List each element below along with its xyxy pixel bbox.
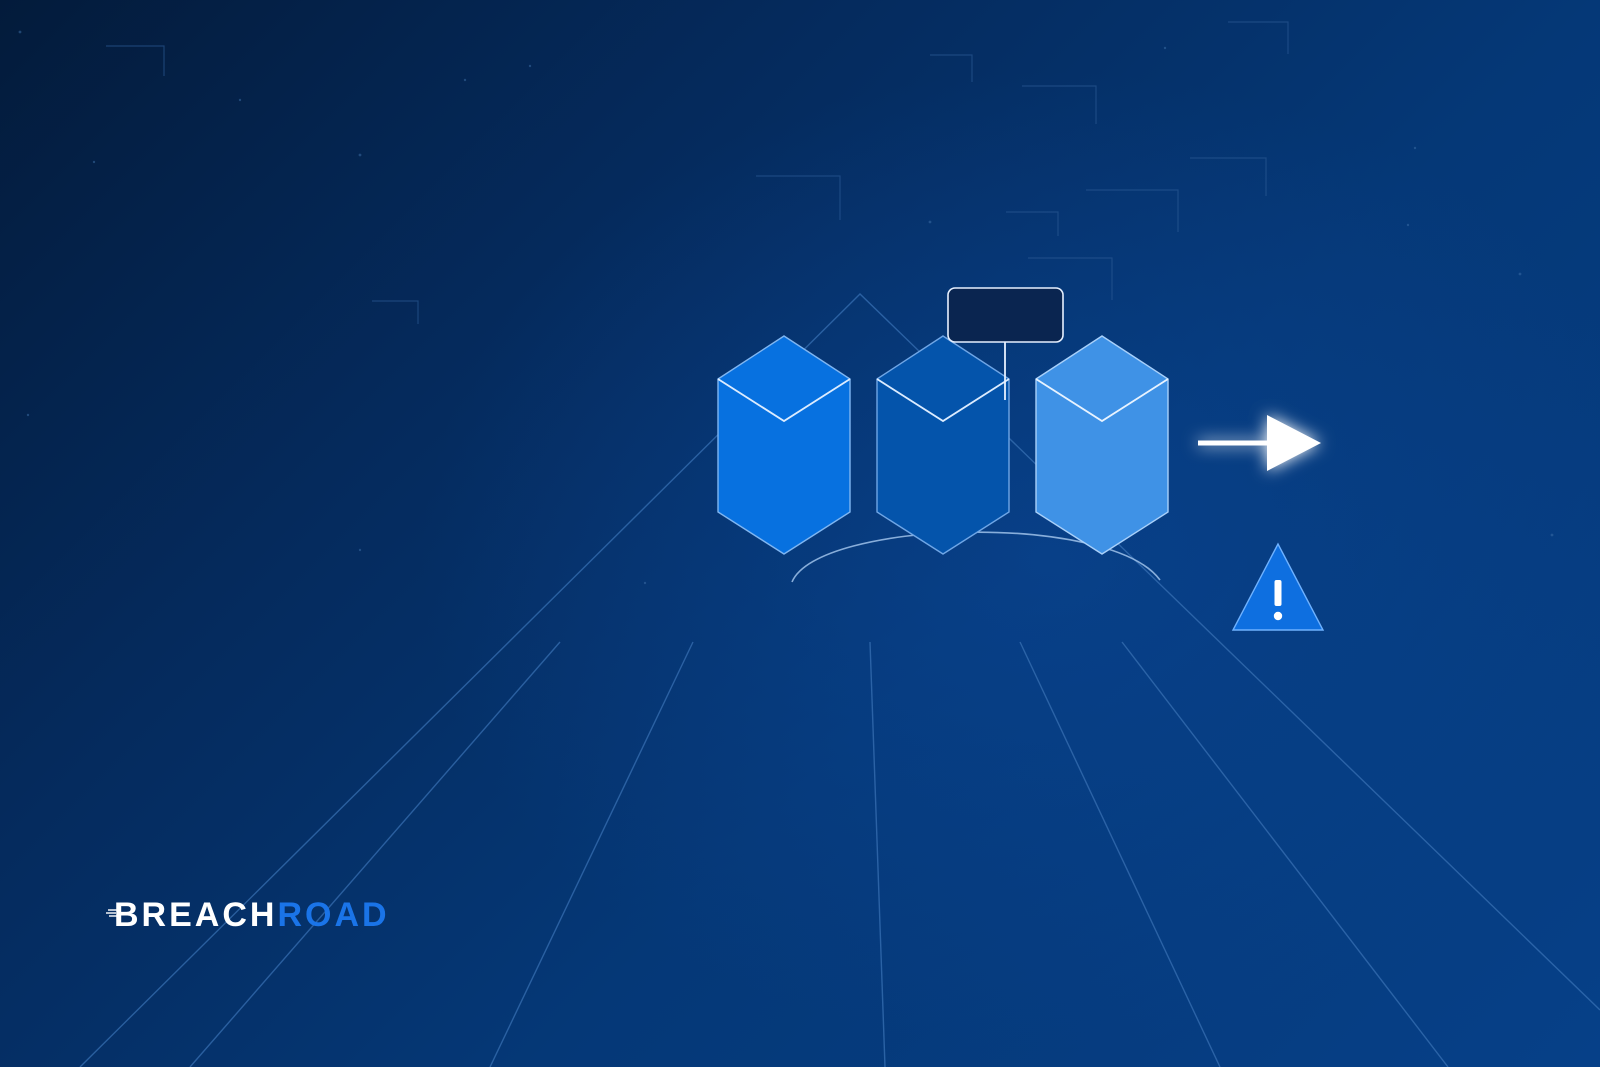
breachroad-logo: BREACHROAD <box>106 896 390 934</box>
cube-dark <box>876 335 1010 555</box>
logo-wordmark: BREACHROAD <box>114 896 390 934</box>
warning-triangle-icon <box>1231 542 1325 631</box>
arrow-right-icon <box>1198 415 1321 471</box>
cube-bright <box>717 335 851 555</box>
background-dots <box>18 30 1554 585</box>
logo-wordmark-accent: ROAD <box>277 896 390 934</box>
background-brackets <box>106 21 1289 324</box>
callout-box <box>947 287 1064 400</box>
logo-speed-lines-icon <box>106 909 119 917</box>
logo-wordmark-primary: BREACH <box>114 896 278 934</box>
road-lines <box>79 293 1600 1067</box>
cube-light <box>1035 335 1169 555</box>
